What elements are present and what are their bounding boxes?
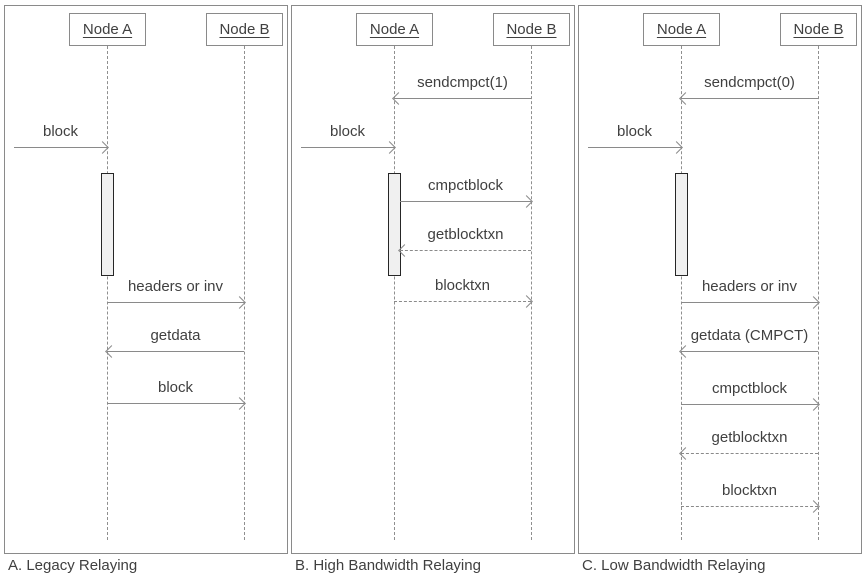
node-b-lifeline xyxy=(531,46,532,540)
message-line xyxy=(681,351,818,352)
message-block-external: block xyxy=(301,123,396,154)
message-headers-or-inv: headers or inv xyxy=(681,278,820,309)
message-line xyxy=(681,404,818,405)
message-line xyxy=(681,453,818,454)
message-cmpctblock: cmpctblock xyxy=(681,380,820,411)
node-a-box: Node A xyxy=(356,13,433,46)
node-b-lifeline xyxy=(244,46,245,540)
message-block: block xyxy=(107,379,246,410)
node-a-label: Node A xyxy=(82,21,133,38)
node-b-lifeline xyxy=(818,46,819,540)
message-label: sendcmpct(1) xyxy=(417,74,508,91)
message-getdata-cmpct: getdata (CMPCT) xyxy=(679,327,818,358)
message-line xyxy=(394,98,531,99)
message-cmpctblock: cmpctblock xyxy=(400,177,533,208)
message-label: headers or inv xyxy=(127,278,224,295)
message-label: blocktxn xyxy=(721,482,778,499)
message-line xyxy=(107,351,244,352)
node-a-lifeline xyxy=(681,46,682,540)
node-a-lifeline xyxy=(394,46,395,540)
message-label: headers or inv xyxy=(701,278,798,295)
node-b-label: Node B xyxy=(219,21,270,38)
node-b-box: Node B xyxy=(493,13,570,46)
node-a-box: Node A xyxy=(643,13,720,46)
message-label: block xyxy=(329,123,366,140)
message-label: block xyxy=(616,123,653,140)
message-label: getdata xyxy=(150,327,201,344)
message-line xyxy=(400,201,531,202)
message-label: sendcmpct(0) xyxy=(704,74,795,91)
message-line xyxy=(14,147,107,148)
message-line xyxy=(301,147,394,148)
message-label: cmpctblock xyxy=(427,177,504,194)
node-a-box: Node A xyxy=(69,13,146,46)
node-b-label: Node B xyxy=(793,21,844,38)
message-block-external: block xyxy=(14,123,109,154)
message-getblocktxn: getblocktxn xyxy=(398,226,531,257)
message-getdata: getdata xyxy=(105,327,244,358)
node-b-label: Node B xyxy=(506,21,557,38)
panel-c-caption: C. Low Bandwidth Relaying xyxy=(582,557,766,574)
node-a-label: Node A xyxy=(369,21,420,38)
message-getblocktxn: getblocktxn xyxy=(679,429,818,460)
node-a-label: Node A xyxy=(656,21,707,38)
message-sendcmpct-0: sendcmpct(0) xyxy=(679,74,818,105)
panel-high-bandwidth-relaying: Node A Node B sendcmpct(1) block cmpctbl… xyxy=(291,5,575,554)
activation-bar xyxy=(675,173,688,276)
message-label: getblocktxn xyxy=(427,226,504,243)
message-label: getdata (CMPCT) xyxy=(690,327,809,344)
message-line xyxy=(681,98,818,99)
panel-b-caption: B. High Bandwidth Relaying xyxy=(295,557,481,574)
message-sendcmpct-1: sendcmpct(1) xyxy=(392,74,531,105)
node-a-lifeline xyxy=(107,46,108,540)
message-line xyxy=(107,302,244,303)
message-headers-or-inv: headers or inv xyxy=(107,278,246,309)
message-label: cmpctblock xyxy=(711,380,788,397)
message-line xyxy=(681,302,818,303)
message-label: blocktxn xyxy=(434,277,491,294)
activation-bar xyxy=(388,173,401,276)
activation-bar xyxy=(101,173,114,276)
message-blocktxn: blocktxn xyxy=(394,277,533,308)
message-label: block xyxy=(157,379,194,396)
panel-low-bandwidth-relaying: Node A Node B sendcmpct(0) block headers… xyxy=(578,5,862,554)
panel-legacy-relaying: Node A Node B block headers or inv getda… xyxy=(4,5,288,554)
message-blocktxn: blocktxn xyxy=(681,482,820,513)
node-b-box: Node B xyxy=(780,13,857,46)
message-line xyxy=(588,147,681,148)
message-label: block xyxy=(42,123,79,140)
message-block-external: block xyxy=(588,123,683,154)
message-label: getblocktxn xyxy=(711,429,788,446)
panel-a-caption: A. Legacy Relaying xyxy=(8,557,138,574)
message-line xyxy=(681,506,818,507)
node-b-box: Node B xyxy=(206,13,283,46)
message-line xyxy=(400,250,531,251)
message-line xyxy=(394,301,531,302)
message-line xyxy=(107,403,244,404)
